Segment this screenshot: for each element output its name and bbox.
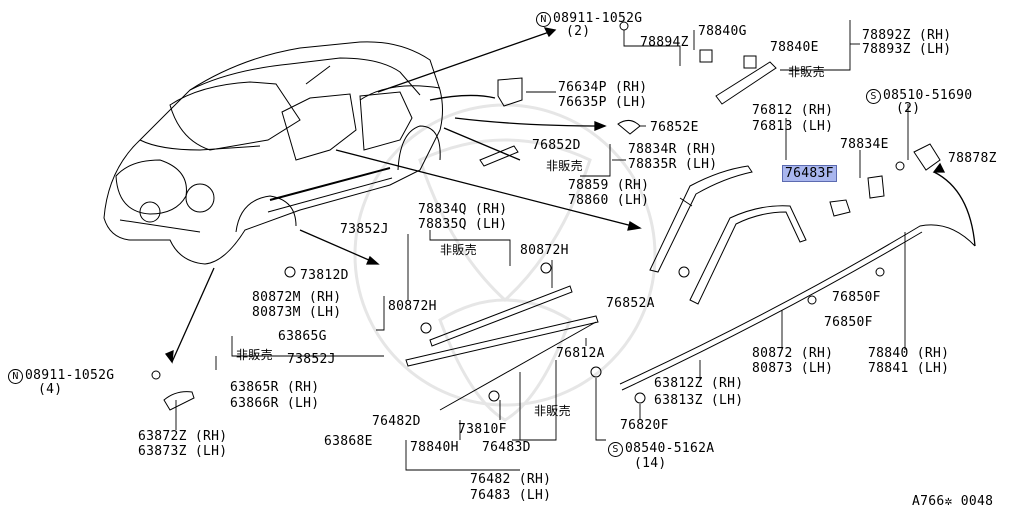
part-63868E[interactable]: 63868E	[324, 434, 373, 449]
s-symbol: S	[866, 89, 881, 104]
part-78840-rh[interactable]: 78840 (RH)	[868, 346, 950, 361]
part-78841-lh[interactable]: 78841 (LH)	[868, 361, 950, 376]
not-for-sale-bottom: 非販売	[236, 348, 273, 362]
s-symbol: S	[608, 442, 623, 457]
part-76482D[interactable]: 76482D	[372, 414, 421, 429]
part-78878Z[interactable]: 78878Z	[948, 151, 997, 166]
car-body	[103, 41, 443, 265]
part-76812-rh[interactable]: 76812 (RH)	[752, 103, 834, 118]
part-78835Q-lh[interactable]: 78835Q (LH)	[418, 217, 508, 232]
part-76483-lh[interactable]: 76483 (LH)	[470, 488, 552, 503]
part-78892Z-rh[interactable]: 78892Z (RH)	[862, 28, 952, 43]
not-for-sale-top: 非販売	[788, 65, 825, 79]
part-78894Z[interactable]: 78894Z	[640, 35, 689, 50]
not-for-sale-mid: 非販売	[546, 159, 583, 173]
part-76634P-rh[interactable]: 76634P (RH)	[558, 80, 648, 95]
part-78840E[interactable]: 78840E	[770, 40, 819, 55]
bolt-08911-left-qty: (4)	[38, 382, 63, 397]
part-76482-rh[interactable]: 76482 (RH)	[470, 472, 552, 487]
part-80872M-rh[interactable]: 80872M (RH)	[252, 290, 342, 305]
part-76850F-a[interactable]: 76850F	[832, 290, 881, 305]
leader-arrows	[164, 27, 976, 364]
part-76483D[interactable]: 76483D	[482, 440, 531, 455]
part-78835R-lh[interactable]: 78835R (LH)	[628, 157, 718, 172]
n-symbol: N	[536, 12, 551, 27]
part-80872-rh[interactable]: 80872 (RH)	[752, 346, 834, 361]
part-63865R-rh[interactable]: 63865R (RH)	[230, 380, 320, 395]
diagram-reference-code: A766✲ 0048	[912, 494, 994, 509]
part-78834Q-rh[interactable]: 78834Q (RH)	[418, 202, 508, 217]
part-76852A[interactable]: 76852A	[606, 296, 655, 311]
part-63872Z-rh[interactable]: 63872Z (RH)	[138, 429, 228, 444]
bolt-08911-top-qty: (2)	[566, 24, 591, 39]
part-76820F[interactable]: 76820F	[620, 418, 669, 433]
part-76635P-lh[interactable]: 76635P (LH)	[558, 95, 648, 110]
part-78860-lh[interactable]: 78860 (LH)	[568, 193, 650, 208]
watermark-crest	[353, 103, 657, 422]
part-78840H[interactable]: 78840H	[410, 440, 459, 455]
part-78834R-rh[interactable]: 78834R (RH)	[628, 142, 718, 157]
part-80873M-lh[interactable]: 80873M (LH)	[252, 305, 342, 320]
part-73852J-bottom[interactable]: 73852J	[287, 352, 336, 367]
n-symbol: N	[8, 369, 23, 384]
part-80872H-mid[interactable]: 80872H	[388, 299, 437, 314]
part-78834E[interactable]: 78834E	[840, 137, 889, 152]
part-63812Z-rh[interactable]: 63812Z (RH)	[654, 376, 744, 391]
part-78893Z-lh[interactable]: 78893Z (LH)	[862, 42, 952, 57]
part-73810F[interactable]: 73810F	[458, 422, 507, 437]
part-80873-lh[interactable]: 80873 (LH)	[752, 361, 834, 376]
part-78859-rh[interactable]: 78859 (RH)	[568, 178, 650, 193]
callout-lines	[175, 20, 909, 471]
screw-08540-qty: (14)	[634, 456, 667, 471]
not-for-sale-left: 非販売	[440, 243, 477, 257]
part-73852J-top[interactable]: 73852J	[340, 222, 389, 237]
part-63865G[interactable]: 63865G	[278, 329, 327, 344]
part-76483F-highlighted[interactable]: 76483F	[782, 165, 837, 182]
part-63873Z-lh[interactable]: 63873Z (LH)	[138, 444, 228, 459]
part-63813Z-lh[interactable]: 63813Z (LH)	[654, 393, 744, 408]
part-78840G[interactable]: 78840G	[698, 24, 747, 39]
not-for-sale-lower: 非販売	[534, 404, 571, 418]
part-76812A[interactable]: 76812A	[556, 346, 605, 361]
part-73812D[interactable]: 73812D	[300, 268, 349, 283]
screw-08510-qty: (2)	[896, 101, 921, 116]
part-drawings	[151, 21, 976, 411]
part-80872H-right[interactable]: 80872H	[520, 243, 569, 258]
part-76850F-b[interactable]: 76850F	[824, 315, 873, 330]
part-76813-lh[interactable]: 76813 (LH)	[752, 119, 834, 134]
part-76852E[interactable]: 76852E	[650, 120, 699, 135]
part-76852D[interactable]: 76852D	[532, 138, 581, 153]
part-63866R-lh[interactable]: 63866R (LH)	[230, 396, 320, 411]
